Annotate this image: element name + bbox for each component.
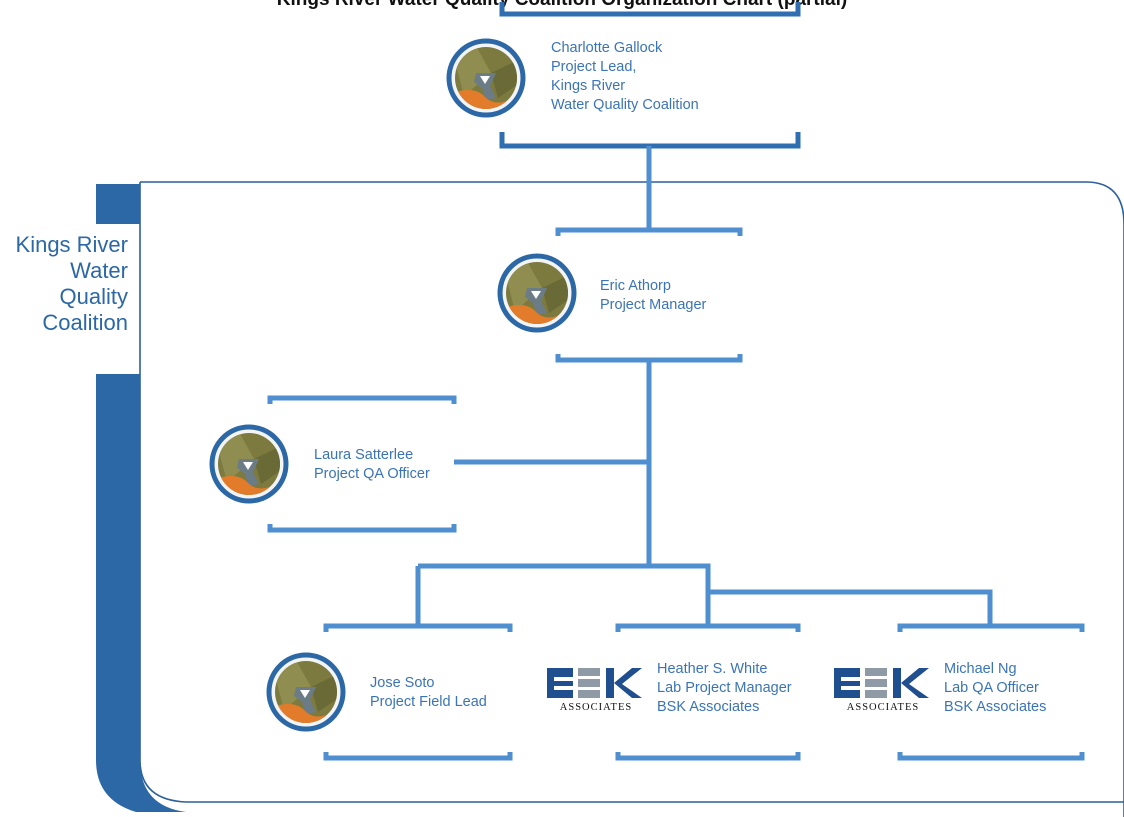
name-line: Eric Athorp [600,278,671,294]
name-line: Project Lead, [551,59,637,75]
eric-name-block: Eric Athorp Project Manager [600,277,706,315]
name-line: Laura Satterlee [314,447,414,463]
name-line: Water Quality Coalition [551,97,699,113]
name-line: Jose Soto [370,675,435,691]
organization-label-line: Coalition [42,310,128,335]
bsk-sub-text: ASSOCIATES [847,702,919,712]
coalition-bar-top [96,184,140,224]
name-line: BSK Associates [657,699,760,715]
name-line: BSK Associates [944,699,1047,715]
organization-label: Kings River Water Quality Coalition [0,232,128,336]
jose-name-block: Jose Soto Project Field Lead [370,674,487,712]
kings-river-icon [446,38,526,118]
name-line: Charlotte Gallock [551,40,663,56]
laura-bracket [267,395,457,533]
name-line: Lab QA Officer [944,680,1039,696]
name-line: Project Manager [600,297,707,313]
coalition-bar-bottom [96,374,140,760]
bsk-sub-text: ASSOCIATES [560,702,632,712]
connector-tree [415,146,993,626]
organization-label-line: Water [70,258,128,283]
name-line: Kings River [551,78,626,94]
charlotte-name-block: Charlotte Gallock Project Lead, Kings Ri… [551,39,699,115]
heather-name-block: Heather S. White Lab Project Manager BSK… [657,660,792,717]
kings-river-icon [497,253,577,333]
name-line: Lab Project Manager [657,680,792,696]
kings-river-icon [209,424,289,504]
page-title: Kings River Water Quality Coalition Orga… [0,0,1124,11]
organization-label-line: Quality [59,284,128,309]
laura-name-block: Laura Satterlee Project QA Officer [314,446,430,484]
kings-river-icon [266,652,346,732]
michael-name-block: Michael Ng Lab QA Officer BSK Associates [944,660,1046,717]
name-line: Project QA Officer [314,466,430,482]
bsk-associates-logo: ASSOCIATES [547,668,642,712]
name-line: Michael Ng [944,661,1017,677]
name-line: Project Field Lead [370,694,487,710]
bsk-associates-logo: ASSOCIATES [834,668,929,712]
coalition-frame [648,181,1124,817]
name-line: Heather S. White [657,661,768,677]
organization-label-line: Kings River [15,232,128,257]
